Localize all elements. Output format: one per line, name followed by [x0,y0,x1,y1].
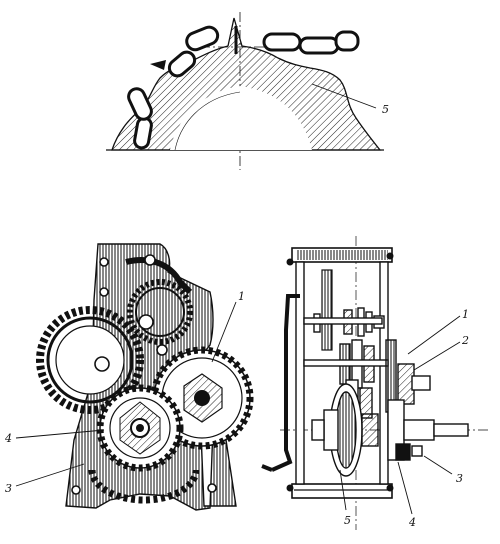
callout-shaft-2: 2 [461,334,469,347]
sprocket-body [111,17,382,151]
drum [311,383,379,477]
callout-shaft-1: 1 [462,308,469,321]
output-shaft [387,399,469,461]
callout-shaft-3: 3 [456,472,463,485]
gear-train-front-view: 1 4 3 [4,243,254,511]
left-large-gear [36,306,144,414]
callout-small-gear: 4 [4,432,12,445]
left-wall [295,261,305,485]
small-front-gear [96,384,184,472]
gear-train-side-view: 1 2 3 4 5 [261,236,490,530]
sprocket-chain-view: 5 [106,12,389,170]
upper-gear [127,279,193,345]
chain [127,25,360,150]
callout-large-gear: 1 [238,290,245,303]
frame-bolts [71,254,217,495]
crank-handle [271,294,300,472]
callout-drum-5: 5 [344,514,351,527]
callout-shaft-4: 4 [408,516,416,529]
callout-sprocket: 5 [382,103,389,116]
callout-base: 3 [5,482,12,495]
